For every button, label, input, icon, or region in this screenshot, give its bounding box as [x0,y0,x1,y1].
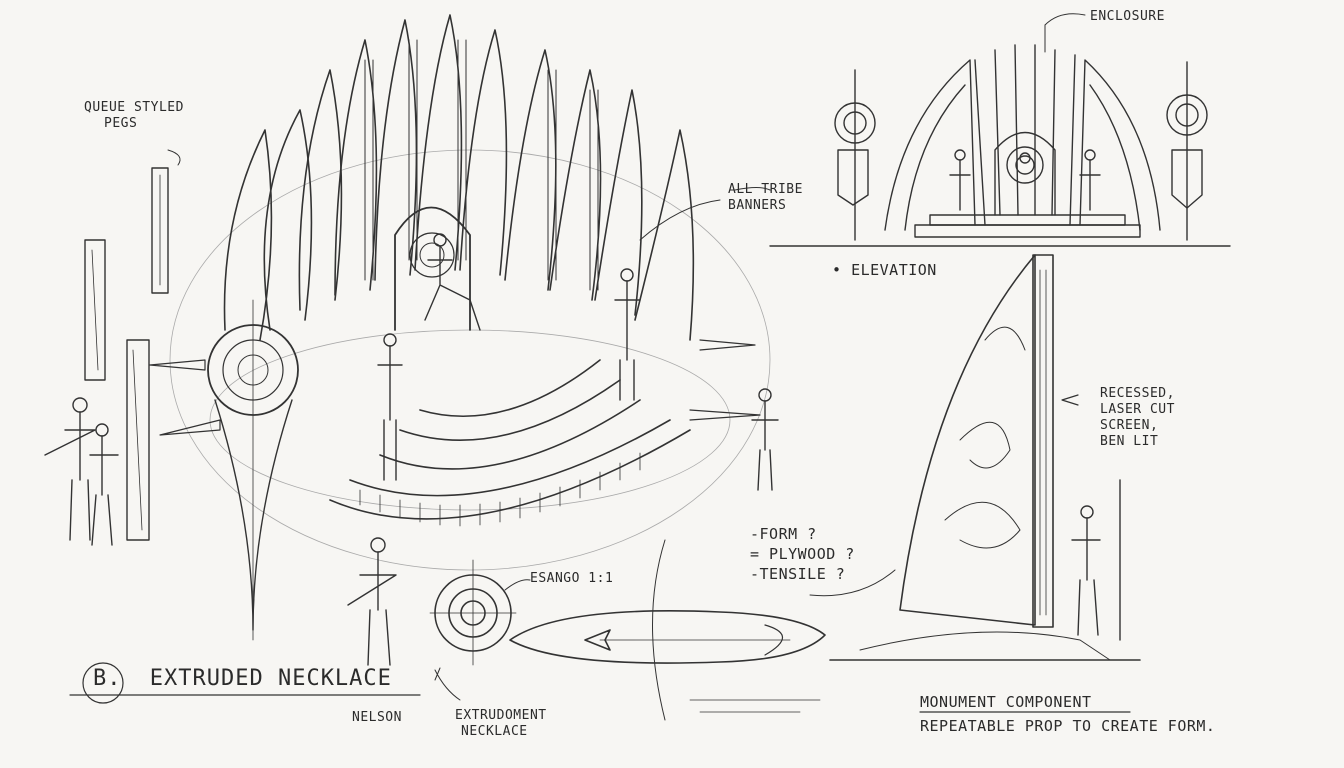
sheet-title: B. EXTRUDED NECKLACE [93,668,392,690]
material-option-1: -FORM ? [750,525,817,543]
elevation-sketch [769,13,1231,247]
throne-perspective-sketch [149,14,771,641]
title-underlines [69,187,1131,713]
material-option-3: -TENSILE ? [750,565,846,583]
queue-pegs-line-1: QUEUE STYLED [84,100,184,115]
detail-callout-label: ESANGO 1:1 [530,571,614,586]
recessed-line-2: LASER CUT [1100,402,1175,417]
author-label: NELSON [352,710,402,725]
recessed-line-3: SCREEN, [1100,418,1159,433]
banners-line-1: ALL TRIBE [728,182,803,197]
necklace-detail-sketch [429,539,826,721]
queue-pegs-sketch [84,149,181,541]
extrusion-line-1: EXTRUDOMENT [455,708,547,723]
recessed-screen-label: RECESSED, LASER CUT SCREEN, BEN LIT [1100,386,1175,450]
material-options-label: -FORM ? = PLYWOOD ? -TENSILE ? [750,524,855,584]
title-prefix: B. [93,666,122,691]
repeatable-prop-label: REPEATABLE PROP TO CREATE FORM. [920,717,1216,735]
scale-figures [44,388,1121,666]
extrusion-line-2: NECKLACE [461,724,528,739]
monument-component-label: MONUMENT COMPONENT [920,693,1092,711]
elevation-label: • ELEVATION [832,261,937,279]
extrusion-note-label: EXTRUDOMENT NECKLACE [455,708,547,740]
recessed-line-1: RECESSED, [1100,386,1175,401]
material-option-2: = PLYWOOD ? [750,545,855,563]
all-tribe-banners-label: ALL TRIBE BANNERS [728,182,803,214]
title-text: EXTRUDED NECKLACE [149,666,392,691]
monument-screen-sketch [809,254,1141,661]
banners-line-2: BANNERS [728,198,787,213]
recessed-line-4: BEN LIT [1100,434,1159,449]
queue-pegs-label: QUEUE STYLED PEGS [84,100,184,132]
enclosure-label: ENCLOSURE [1090,9,1165,24]
elevation-text: ELEVATION [851,261,937,279]
queue-pegs-line-2: PEGS [104,116,138,131]
